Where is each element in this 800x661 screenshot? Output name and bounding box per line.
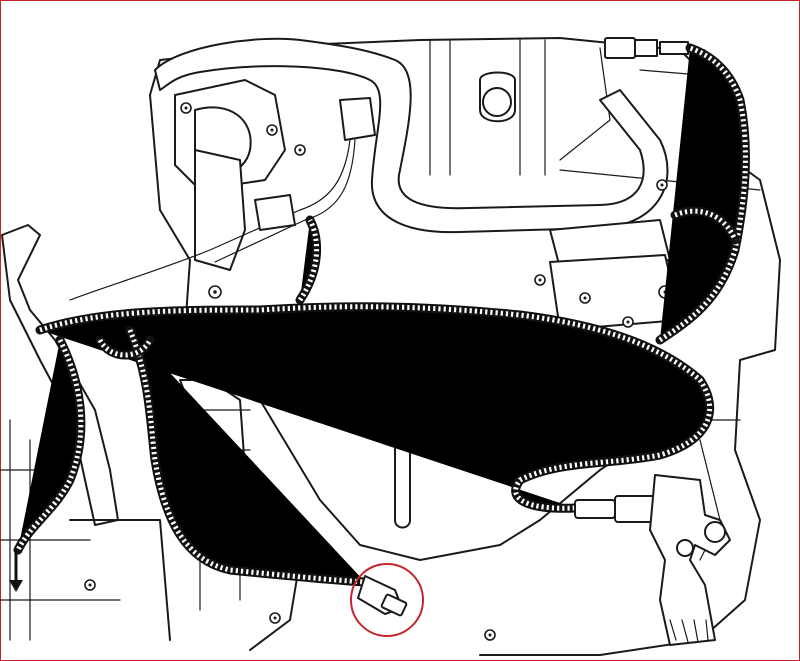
wiring-harness	[18, 48, 745, 582]
arrow-down-icon	[9, 550, 23, 592]
highlight-circle	[350, 563, 424, 637]
knock-sensor	[357, 575, 408, 617]
coil-block	[534, 179, 698, 331]
oxygen-sensor	[574, 474, 731, 646]
coolant-pipes	[154, 37, 669, 234]
thermostat-housing	[174, 79, 306, 271]
connector-top-right	[604, 37, 706, 59]
